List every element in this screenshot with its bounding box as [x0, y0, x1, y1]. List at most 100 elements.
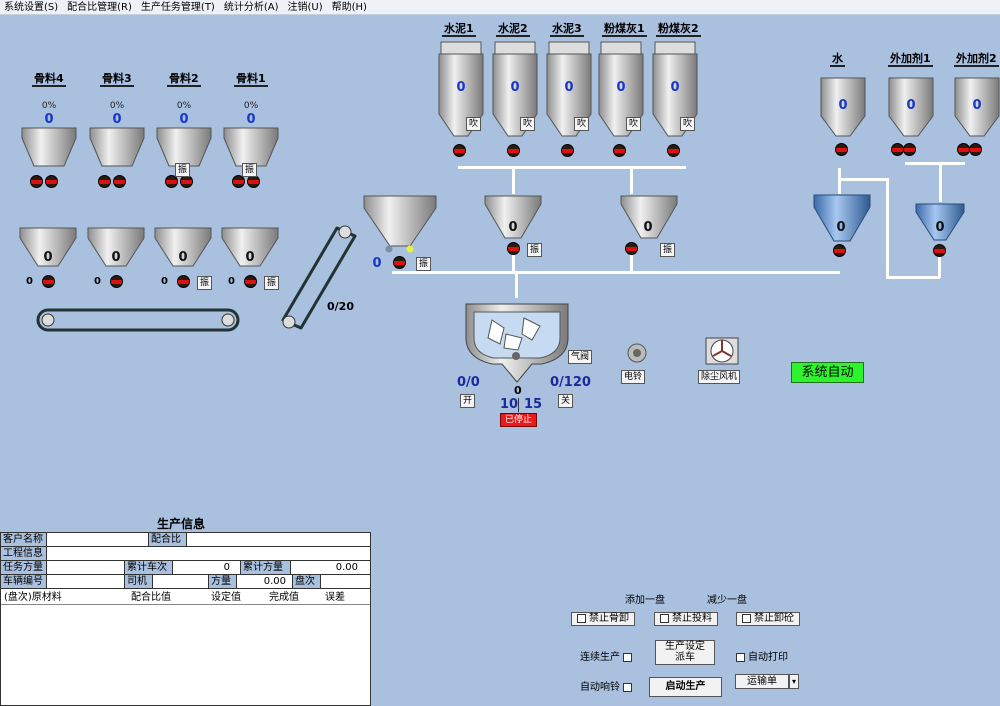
liquid-valve[interactable] [969, 143, 982, 156]
silo-valve[interactable] [613, 144, 626, 157]
agg-hopper-valve[interactable] [393, 256, 406, 269]
air-valve-label[interactable]: 气阀 [568, 350, 593, 364]
silo-label: 粉煤灰2 [656, 22, 701, 37]
continuous-checkbox[interactable]: 连续生产 [580, 648, 635, 663]
silo [438, 41, 484, 137]
pipe [458, 166, 686, 169]
material-table-header: (盘次)原材料 配合比值 设定值 完成值 误差 [1, 591, 370, 605]
chevron-down-icon[interactable]: ▾ [789, 674, 799, 689]
liquid-tank [954, 77, 1000, 137]
agg-hopper-vib-button[interactable]: 振 [416, 257, 432, 271]
mixer-time-b: 15 [524, 397, 543, 412]
liquid-valve[interactable] [891, 143, 904, 156]
menu-system[interactable]: 系统设置(S) [4, 2, 59, 13]
cement-scale-1-vib-button[interactable]: 振 [527, 243, 543, 257]
menu-logout[interactable]: 注销(U) [287, 2, 323, 13]
belt-count: 0/20 [327, 300, 354, 313]
blow-button[interactable]: 吹 [680, 117, 696, 131]
customer-field[interactable] [47, 533, 149, 546]
start-production-button[interactable]: 启动生产 [649, 677, 722, 697]
additive-scale-value: 0 [935, 220, 945, 235]
aggregate-bin [156, 127, 212, 167]
customer-label: 客户名称 [1, 533, 47, 546]
cement-scale-1-valve[interactable] [507, 242, 520, 255]
liquid-label: 水 [830, 52, 845, 67]
liquid-valve[interactable] [835, 143, 848, 156]
volume-stepper[interactable]: 0.00 [237, 575, 293, 588]
aggregate-gate-valve[interactable] [113, 175, 126, 188]
checkbox [736, 652, 745, 662]
cement-scale-2-valve[interactable] [625, 242, 638, 255]
menu-stats[interactable]: 统计分析(A) [223, 2, 279, 13]
dispatch-button[interactable]: 生产设定 派车 [655, 640, 715, 665]
batch-field[interactable] [321, 575, 370, 588]
mix-ratio-label: 配合比 [149, 533, 187, 546]
reduce-batch-button[interactable]: 减少一盘 [707, 595, 747, 606]
project-field[interactable] [47, 547, 370, 560]
weigh-vib-button[interactable]: 振 [197, 276, 213, 290]
mixer-right-count: 0/120 [550, 375, 591, 390]
weigh-hopper-valve[interactable] [110, 275, 123, 288]
close-button[interactable]: 关 [558, 394, 574, 408]
bell-button[interactable]: 电铃 [621, 370, 646, 384]
fan-icon [705, 337, 739, 365]
truck-no-select[interactable] [47, 575, 125, 588]
weigh-hopper-value: 0 [245, 250, 255, 265]
weigh-hopper-value: 0 [178, 250, 188, 265]
liquid-valve[interactable] [957, 143, 970, 156]
aggregate-value: 0 [246, 112, 256, 127]
auto-bell-checkbox[interactable]: 自动响铃 [580, 678, 635, 693]
aggregate-gate-valve[interactable] [45, 175, 58, 188]
mix-ratio-field[interactable] [187, 533, 370, 546]
dust-fan-button[interactable]: 除尘风机 [698, 370, 741, 384]
weigh-hopper-valve[interactable] [244, 275, 257, 288]
weigh-hopper-valve[interactable] [177, 275, 190, 288]
aggregate-gate-valve[interactable] [232, 175, 245, 188]
forbid-unload-button[interactable]: 禁止卸砼 [736, 612, 800, 626]
liquid-valve[interactable] [903, 143, 916, 156]
open-button[interactable]: 开 [460, 394, 476, 408]
silo-valve[interactable] [561, 144, 574, 157]
add-batch-button[interactable]: 添加一盘 [625, 595, 665, 606]
blow-button[interactable]: 吹 [466, 117, 482, 131]
menu-task[interactable]: 生产任务管理(T) [140, 2, 215, 13]
cum-volume-stepper[interactable]: 0.00 [291, 561, 370, 574]
aggregate-vib-button[interactable]: 振 [175, 163, 191, 177]
checkbox [623, 652, 633, 662]
silo-valve[interactable] [667, 144, 680, 157]
weigh-vib-button[interactable]: 振 [264, 276, 280, 290]
truck-no-label: 车辆编号 [1, 575, 47, 588]
waybill-select[interactable]: 运输单 [735, 674, 789, 689]
aggregate-vib-button[interactable]: 振 [242, 163, 258, 177]
weigh-hopper-valve[interactable] [42, 275, 55, 288]
cement-scale-2-vib-button[interactable]: 振 [660, 243, 676, 257]
additive-scale-valve[interactable] [933, 244, 946, 257]
liquid-tank [820, 77, 866, 137]
menu-mix[interactable]: 配合比管理(R) [67, 2, 132, 13]
silo-label: 水泥3 [550, 22, 584, 37]
col-material: (盘次)原材料 [4, 592, 62, 603]
aggregate-gate-valve[interactable] [165, 175, 178, 188]
menu-help[interactable]: 帮助(H) [331, 2, 367, 13]
pipe [392, 271, 840, 274]
pipe [886, 276, 940, 279]
water-scale-valve[interactable] [833, 244, 846, 257]
liquid-tank [888, 77, 934, 137]
blow-button[interactable]: 吹 [520, 117, 536, 131]
aggregate-gate-valve[interactable] [30, 175, 43, 188]
auto-print-checkbox[interactable]: 自动打印 [736, 648, 788, 663]
forbid-agg-button[interactable]: 禁止骨卸 [571, 612, 635, 626]
trips-stepper[interactable]: 0 [173, 561, 241, 574]
forbid-feed-button[interactable]: 禁止投料 [654, 612, 718, 626]
silo-valve[interactable] [507, 144, 520, 157]
task-volume-field[interactable] [47, 561, 125, 574]
liquid-value: 0 [972, 98, 982, 113]
blow-button[interactable]: 吹 [626, 117, 642, 131]
liquid-label: 外加剂1 [888, 52, 933, 67]
silo-valve[interactable] [453, 144, 466, 157]
aggregate-gate-valve[interactable] [98, 175, 111, 188]
silo-label: 水泥2 [496, 22, 530, 37]
blow-button[interactable]: 吹 [574, 117, 590, 131]
system-auto-indicator[interactable]: 系统自动 [791, 362, 864, 383]
driver-select[interactable] [153, 575, 209, 588]
